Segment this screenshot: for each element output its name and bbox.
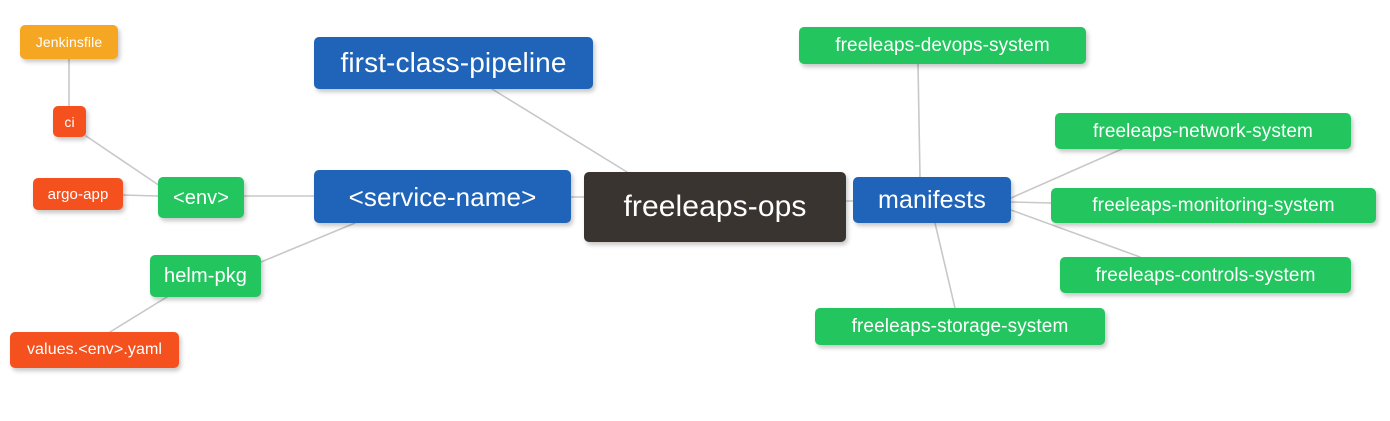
edge-manifests-storage xyxy=(934,222,956,309)
node-freeleaps-devops-system[interactable]: freeleaps-devops-system xyxy=(799,27,1086,64)
node-label-first-class-pipeline: first-class-pipeline xyxy=(340,47,567,78)
node-helm-pkg[interactable]: helm-pkg xyxy=(150,255,261,297)
node-ci[interactable]: ci xyxy=(53,106,86,137)
node-service-name[interactable]: <service-name> xyxy=(314,170,571,223)
node-label-ci: ci xyxy=(64,113,75,130)
node-label-jenkinsfile: Jenkinsfile xyxy=(35,34,103,50)
node-label-freeleaps-network-system: freeleaps-network-system xyxy=(1093,120,1313,142)
node-freeleaps-storage-system[interactable]: freeleaps-storage-system xyxy=(815,308,1105,345)
node-label-freeleaps-storage-system: freeleaps-storage-system xyxy=(851,316,1069,337)
node-freeleaps-ops[interactable]: freeleaps-ops xyxy=(584,172,846,242)
node-freeleaps-monitoring-system[interactable]: freeleaps-monitoring-system xyxy=(1051,188,1376,223)
node-manifests[interactable]: manifests xyxy=(853,177,1011,223)
node-values-yaml[interactable]: values.<env>.yaml xyxy=(10,332,179,368)
node-label-helm-pkg: helm-pkg xyxy=(163,265,248,287)
node-label-manifests: manifests xyxy=(878,185,986,214)
node-label-values-yaml: values.<env>.yaml xyxy=(26,341,163,358)
node-argo-app[interactable]: argo-app xyxy=(33,178,123,210)
edge-helm-values xyxy=(109,291,176,333)
node-label-service-name: <service-name> xyxy=(348,181,537,212)
node-env[interactable]: <env> xyxy=(158,177,244,218)
edge-manifests-monitoring xyxy=(1010,201,1052,204)
node-freeleaps-network-system[interactable]: freeleaps-network-system xyxy=(1055,113,1351,149)
node-first-class-pipeline[interactable]: first-class-pipeline xyxy=(314,37,593,89)
edge-manifests-devops xyxy=(917,63,921,178)
node-label-freeleaps-ops: freeleaps-ops xyxy=(623,190,807,223)
edge-service-helm xyxy=(260,222,356,263)
node-label-freeleaps-monitoring-system: freeleaps-monitoring-system xyxy=(1092,195,1335,216)
edge-argo-env xyxy=(122,194,159,197)
node-jenkinsfile[interactable]: Jenkinsfile xyxy=(20,25,118,59)
edge-pipeline-root xyxy=(491,88,628,173)
node-label-argo-app: argo-app xyxy=(47,185,109,203)
node-label-freeleaps-devops-system: freeleaps-devops-system xyxy=(835,35,1050,56)
node-label-env: <env> xyxy=(172,186,230,209)
node-freeleaps-controls-system[interactable]: freeleaps-controls-system xyxy=(1060,257,1351,293)
node-label-freeleaps-controls-system: freeleaps-controls-system xyxy=(1095,264,1316,286)
